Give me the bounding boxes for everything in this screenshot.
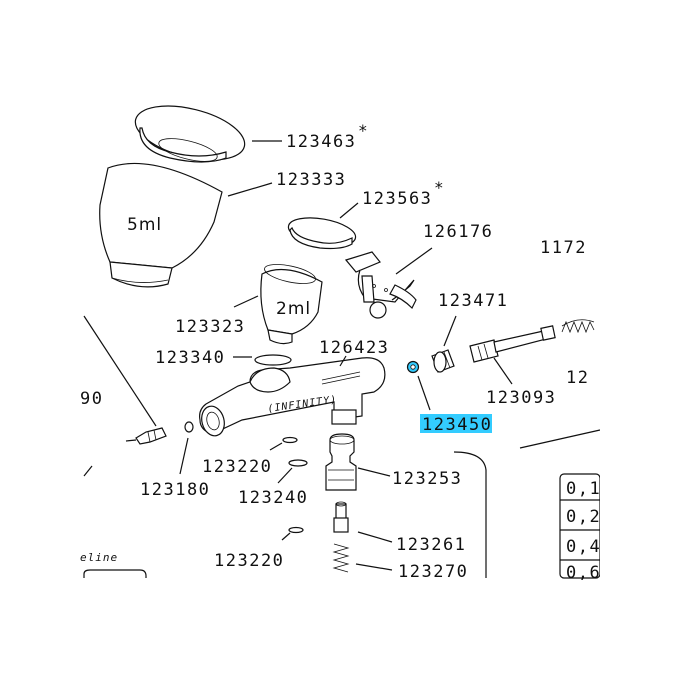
size-table-cell: 0,1 xyxy=(566,479,601,499)
part-number-asterisk: * xyxy=(434,178,445,197)
frame-line xyxy=(453,451,487,578)
size-table-cell: 0,6 xyxy=(566,563,601,583)
cup-volume-label: 2ml xyxy=(276,299,311,319)
note-box xyxy=(83,569,147,578)
valve-spring-part[interactable] xyxy=(332,543,350,573)
cup-volume-label: 5ml xyxy=(127,215,162,235)
leader-line xyxy=(339,355,347,367)
part-number-label-highlighted[interactable]: 123450 xyxy=(422,415,492,435)
nozzle-o-ring-part[interactable] xyxy=(184,421,194,433)
valve-piston-part[interactable] xyxy=(333,501,349,533)
o-ring-cup-part[interactable] xyxy=(254,354,292,366)
note-label: eline xyxy=(80,551,118,564)
part-number-label[interactable]: 123333 xyxy=(276,170,346,190)
part-number-label[interactable]: 123323 xyxy=(175,317,245,337)
leader-line xyxy=(355,563,393,571)
needle-chuck-part[interactable] xyxy=(469,325,556,363)
leader-line xyxy=(417,375,431,411)
leader-line xyxy=(269,442,283,451)
leader-line xyxy=(357,531,393,543)
leader-line xyxy=(357,467,391,477)
leader-line xyxy=(277,467,293,484)
o-ring-highlighted-part[interactable] xyxy=(406,360,420,374)
part-number-label[interactable]: 123463 xyxy=(286,132,356,152)
valve-o-ring-part[interactable] xyxy=(288,459,308,467)
leader-line xyxy=(493,357,513,385)
part-number-label[interactable]: 123180 xyxy=(140,480,210,500)
part-number-label[interactable]: 123220 xyxy=(214,551,284,571)
part-number-label[interactable]: 123261 xyxy=(396,535,466,555)
valve-housing-part[interactable] xyxy=(325,433,357,491)
part-number-label[interactable]: 12 xyxy=(566,368,589,388)
o-ring-valve-lower-part[interactable] xyxy=(288,526,304,534)
trigger-lever-part[interactable] xyxy=(344,251,417,319)
leader-line xyxy=(395,247,433,275)
cup-2ml-part[interactable] xyxy=(260,261,323,345)
nozzle-nut-part[interactable] xyxy=(431,349,455,373)
part-number-label[interactable]: 123471 xyxy=(438,291,508,311)
spring-part[interactable] xyxy=(561,319,595,334)
o-ring-valve-part[interactable] xyxy=(282,436,298,444)
part-number-label[interactable]: 1172 xyxy=(540,238,587,258)
leader-line xyxy=(227,182,273,197)
part-number-label[interactable]: 126176 xyxy=(423,222,493,242)
part-number-label[interactable]: 123340 xyxy=(155,348,225,368)
size-table-cell: 0,2 xyxy=(566,507,601,527)
airbrush-body-part[interactable] xyxy=(198,357,386,439)
nozzle-part[interactable] xyxy=(125,427,167,445)
leader-line xyxy=(233,295,259,308)
part-number-label[interactable]: 123563 xyxy=(362,189,432,209)
leader-line xyxy=(281,532,291,541)
part-number-asterisk: * xyxy=(358,121,369,140)
part-number-label[interactable]: 123240 xyxy=(238,488,308,508)
size-table-cell: 0,4 xyxy=(566,537,601,557)
part-number-label[interactable]: 126423 xyxy=(319,338,389,358)
cap-5ml-lid-part[interactable] xyxy=(130,96,250,170)
diagonal-line xyxy=(83,465,93,477)
right-margin xyxy=(600,0,674,674)
leader-line xyxy=(443,315,457,347)
part-number-label[interactable]: 90 xyxy=(80,389,103,409)
part-number-label[interactable]: 123093 xyxy=(486,388,556,408)
bottom-margin xyxy=(0,580,674,674)
part-number-label[interactable]: 123253 xyxy=(392,469,462,489)
highlight-box xyxy=(420,414,492,433)
leader-line xyxy=(179,437,189,475)
leader-line xyxy=(339,202,359,219)
diagonal-line xyxy=(83,315,157,427)
needle-line xyxy=(519,429,601,449)
part-number-label[interactable]: 123220 xyxy=(202,457,272,477)
part-number-label[interactable]: 123270 xyxy=(398,562,468,582)
cup-5ml-part[interactable] xyxy=(99,162,223,288)
cap-2ml-lid-part[interactable] xyxy=(286,213,357,250)
